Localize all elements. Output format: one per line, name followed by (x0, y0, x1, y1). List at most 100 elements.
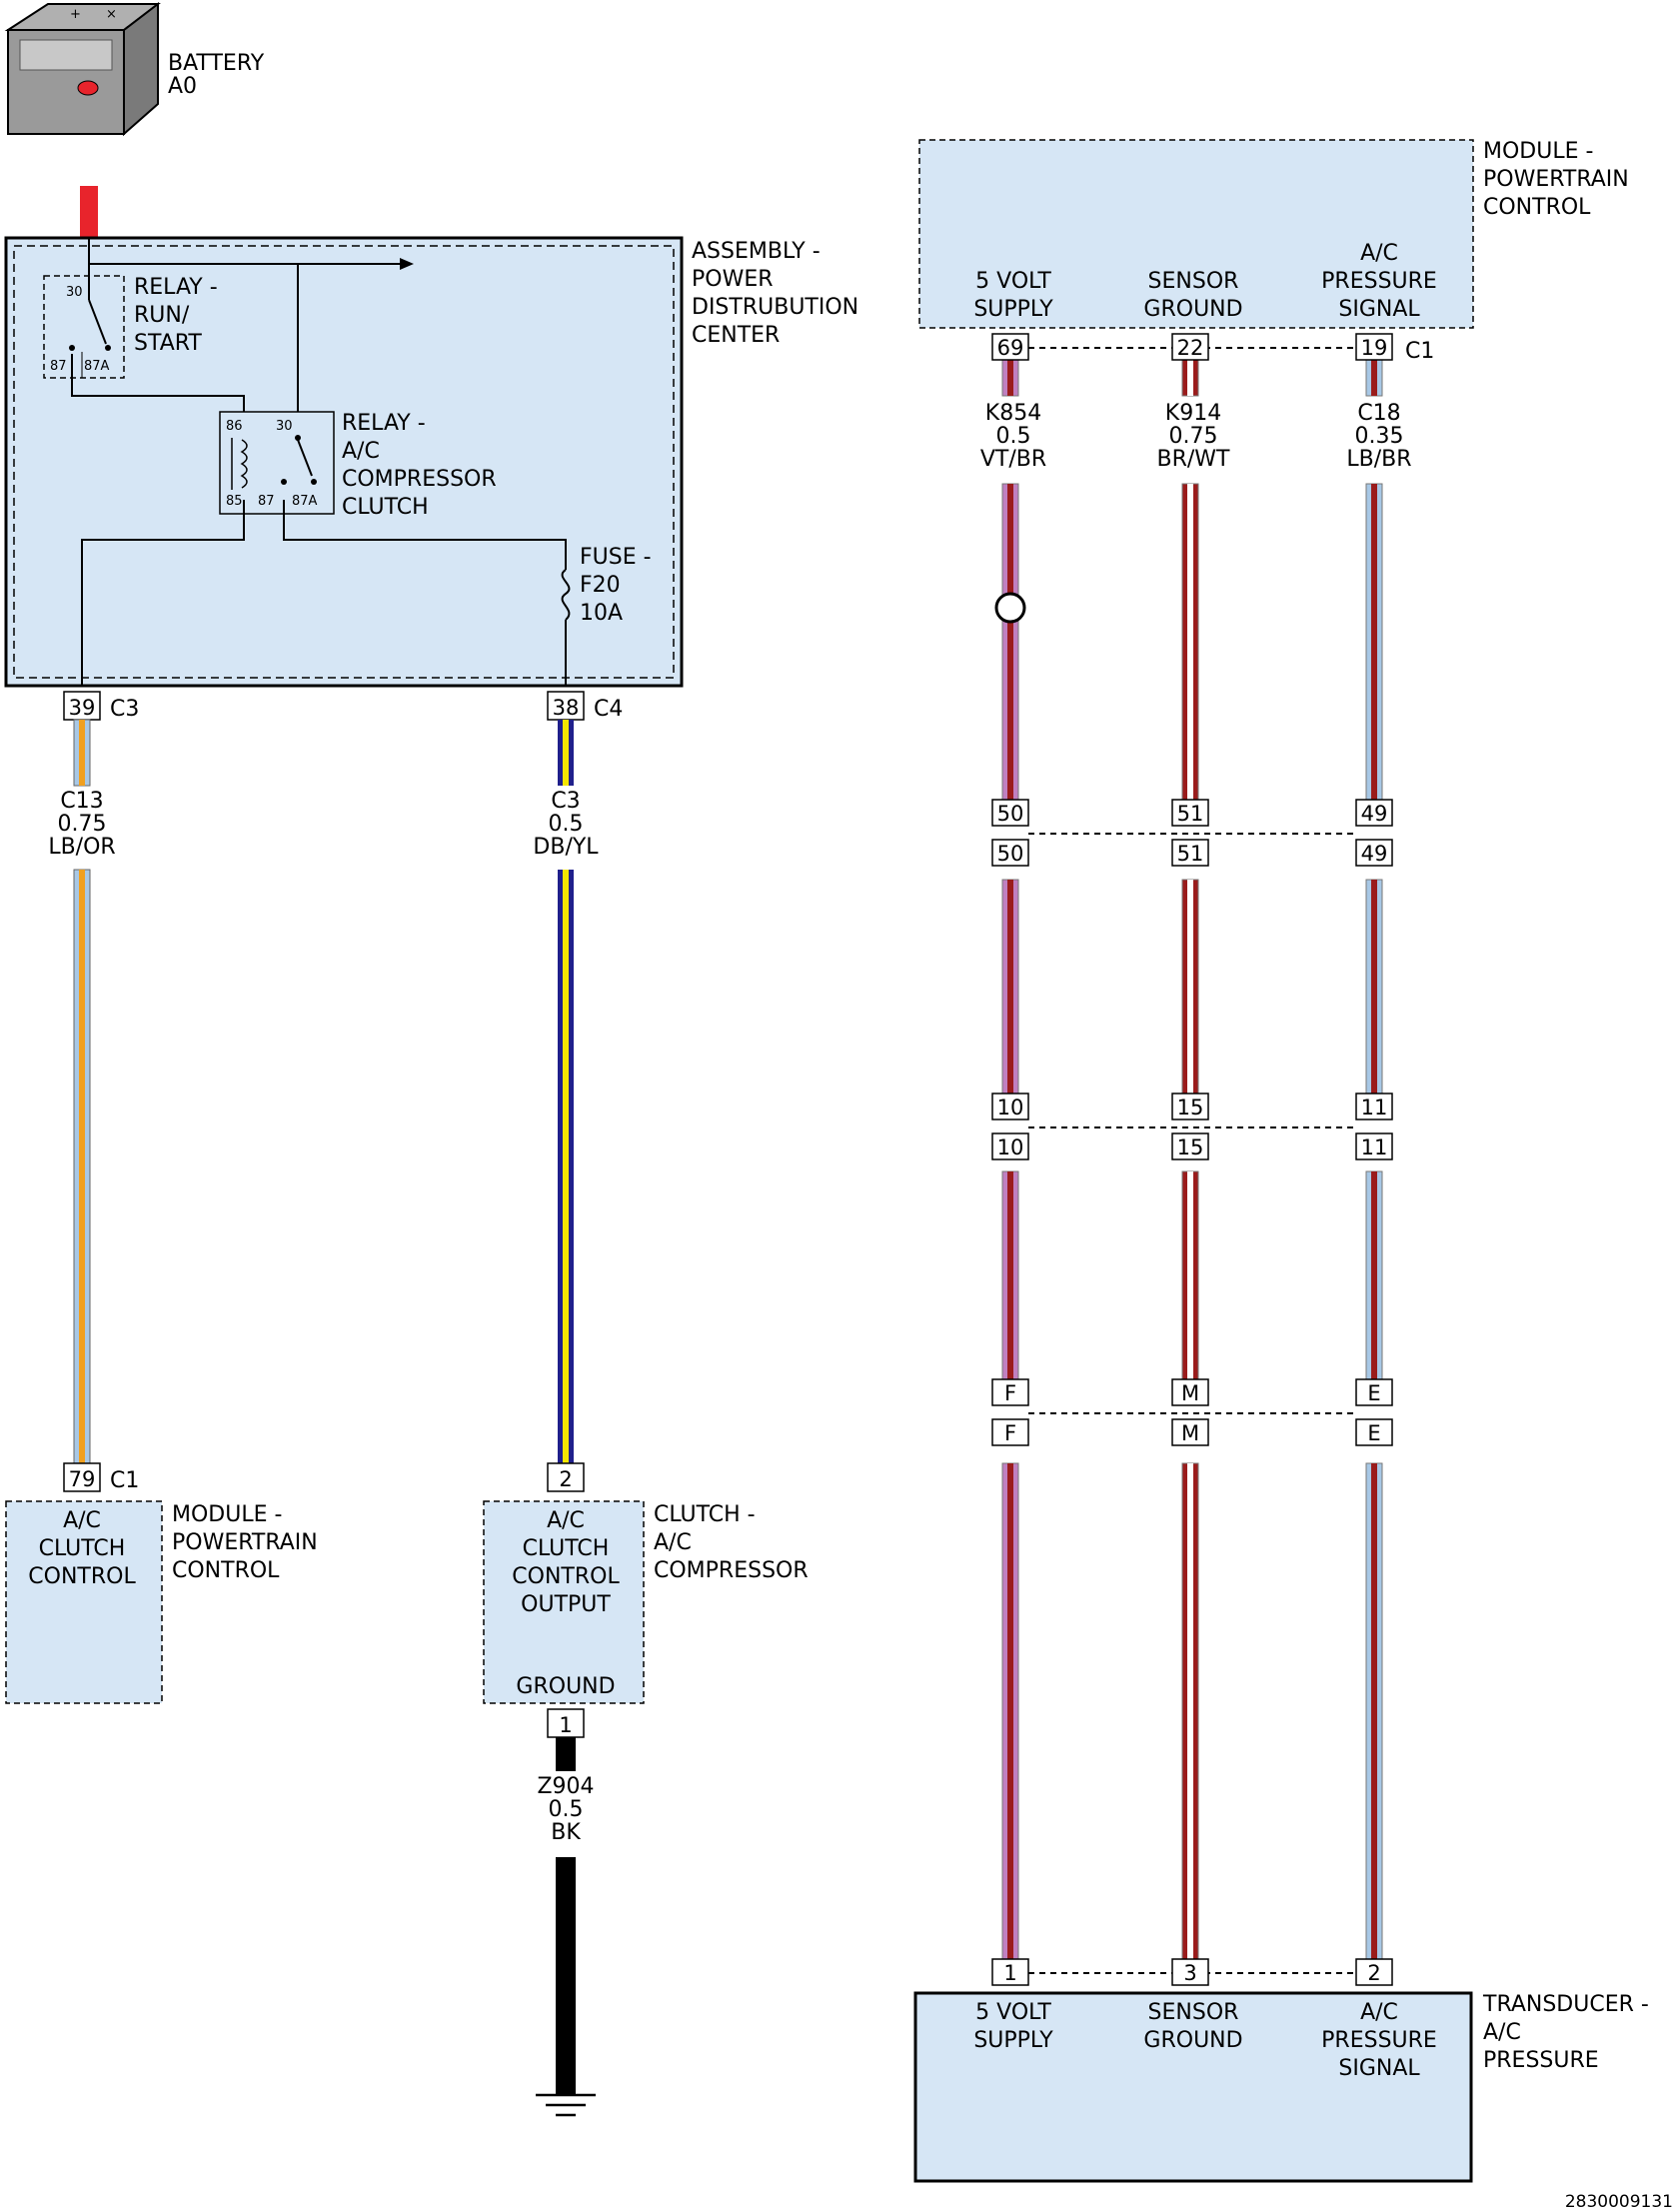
pcm-pin-label: SIGNAL (1338, 297, 1420, 322)
wire-label: VT/BR (980, 447, 1046, 472)
wire-label: K854 (985, 401, 1041, 426)
connector-box (991, 1093, 1029, 1120)
connector-pin: 51 (1177, 842, 1204, 866)
pcm-right-title: POWERTRAIN (1483, 167, 1629, 192)
connector-pin: 1 (1003, 1961, 1016, 1985)
pcm-pin-label: A/C (1360, 241, 1398, 266)
clutch-ground-label: GROUND (516, 1674, 615, 1699)
connector-box (991, 839, 1029, 867)
connector-box (63, 1462, 101, 1492)
wire-label: C3 (551, 789, 580, 814)
pdc-title-2: POWER (692, 267, 774, 292)
pdc-title-4: CENTER (692, 323, 780, 348)
clutch-title: COMPRESSOR (654, 1558, 809, 1583)
connector-box (991, 1418, 1029, 1446)
pcm-left-title: MODULE - (172, 1502, 282, 1527)
connector-box (547, 1708, 585, 1738)
connector-pin: 22 (1177, 336, 1204, 360)
connector-pin: E (1367, 1421, 1380, 1445)
transducer-pin-label: SIGNAL (1338, 2056, 1420, 2081)
connector-box (991, 799, 1029, 827)
battery-label-1: BATTERY (168, 51, 265, 76)
transducer-pin-label: SENSOR (1148, 2000, 1239, 2025)
connector-pin: 15 (1177, 1135, 1204, 1159)
clutch-inner: CLUTCH (523, 1536, 610, 1561)
wire-k914-stripe (1187, 1171, 1193, 1405)
wire-label: K914 (1165, 401, 1221, 426)
transducer-pin-label: PRESSURE (1321, 2028, 1437, 2053)
wire-c13 (73, 719, 91, 1464)
wire-c3 (558, 720, 574, 1463)
relay-ac-pin-86: 86 (226, 419, 243, 434)
connector-pin: 2 (559, 1467, 572, 1491)
pdc-internal-wiring (71, 238, 567, 686)
connector-box (1355, 1378, 1393, 1406)
wire-k854-stripe (1007, 1463, 1013, 1965)
pcm-left-inner: CONTROL (28, 1564, 136, 1589)
connector-ref: C3 (110, 697, 139, 722)
connector-pin: F (1004, 1421, 1016, 1445)
transducer-box (913, 1991, 1473, 2183)
clutch-inner: CONTROL (512, 1564, 620, 1589)
transducer-pin-label: 5 VOLT (975, 2000, 1051, 2025)
relay-run-start (43, 275, 125, 379)
connector-pin: 39 (69, 696, 96, 720)
connector-box (1171, 839, 1209, 867)
clutch-box (483, 1500, 645, 1704)
wire-label: 0.5 (549, 1797, 584, 1822)
connector-box (991, 1958, 1029, 1986)
pcm-left-box (5, 1500, 163, 1704)
connector-pin: 2 (1367, 1961, 1380, 1985)
fuse-label-2: F20 (580, 573, 621, 598)
connector-box (547, 691, 585, 721)
connector-pin: 79 (69, 1467, 96, 1491)
wire-c18-stripe (1371, 484, 1377, 800)
wire-label: Z904 (537, 1774, 594, 1799)
connector-ref: C1 (1405, 339, 1434, 364)
battery-cable (80, 186, 98, 238)
connector-box (991, 333, 1029, 361)
connector-pin: 1 (559, 1713, 572, 1737)
transducer-title: TRANSDUCER - (1482, 1992, 1649, 2017)
wire-c18-stripe (1371, 358, 1377, 396)
fuse-label-1: FUSE - (580, 545, 652, 570)
relay-ac-pin-85: 85 (226, 494, 243, 509)
connector-pin: 50 (997, 802, 1024, 826)
connector-pin: 50 (997, 842, 1024, 866)
svg-text:+: + (70, 7, 81, 22)
relay-ac-label-4: CLUTCH (342, 495, 429, 520)
wire-c18-stripe (1371, 880, 1377, 1094)
connector-pin: 49 (1361, 802, 1388, 826)
right-wires (1001, 357, 1383, 1966)
clutch-title: A/C (654, 1530, 692, 1555)
relay-run-label-1: RELAY - (134, 275, 218, 300)
wire-label: 0.5 (996, 424, 1031, 449)
connector-box (1355, 1093, 1393, 1120)
pcm-left-inner: A/C (63, 1508, 101, 1533)
transducer-pin-label: GROUND (1143, 2028, 1242, 2053)
pcm-pin-label: SUPPLY (973, 297, 1053, 322)
clutch-inner: A/C (547, 1508, 585, 1533)
connector-box (1355, 1132, 1393, 1160)
clutch-inner: OUTPUT (521, 1592, 611, 1617)
wire-label: 0.75 (1169, 424, 1218, 449)
connector-box (1171, 1378, 1209, 1406)
pcm-left-inner: CLUTCH (39, 1536, 126, 1561)
connector-pin: 49 (1361, 842, 1388, 866)
relay-ac-label-3: COMPRESSOR (342, 467, 497, 492)
connector-box (1171, 333, 1209, 361)
connector-box (1171, 1418, 1209, 1446)
connector-pin: 19 (1361, 336, 1388, 360)
wire-label: DB/YL (533, 835, 599, 860)
connector-pin: F (1004, 1381, 1016, 1405)
relay-ac-pin-87: 87 (258, 494, 275, 509)
relay-run-label-3: START (134, 331, 202, 356)
wire-k914-stripe (1187, 880, 1193, 1094)
transducer-pin-label: A/C (1360, 2000, 1398, 2025)
wire-label: LB/OR (48, 835, 115, 860)
splice-icon (994, 592, 1026, 624)
arrow-icon (400, 258, 414, 270)
document-id: 2830009131 (1565, 2192, 1673, 2212)
connector-box (1355, 1958, 1393, 1986)
